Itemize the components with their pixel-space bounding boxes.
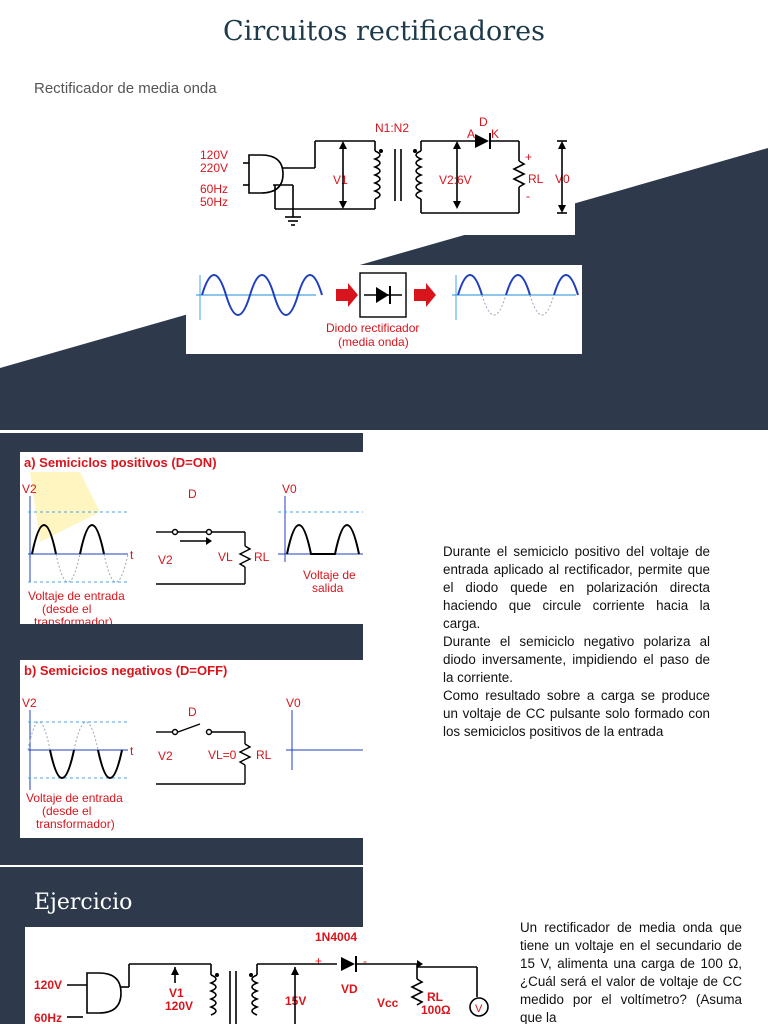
- ex-rl-label: RL: [427, 990, 443, 1004]
- half-wave-circuit-diagram: 120V 220V 60Hz 50Hz N1:N2 A D K V1 V2:6V…: [185, 113, 575, 235]
- slide-1: Circuitos rectificadores Rectificador de…: [0, 0, 768, 430]
- diode-label: D: [479, 115, 488, 129]
- explanation-paragraph-1: Durante el semiciclo positivo del voltaj…: [443, 544, 710, 631]
- exercise-text: Un rectificador de media onda que tiene …: [520, 920, 742, 1024]
- input-label-220v: 220V: [200, 161, 228, 175]
- rectifier-waveform-diagram: Diodo rectificador (media onda): [186, 265, 582, 354]
- pos-in-label-1: Voltaje de entrada: [28, 589, 125, 603]
- diode-anode-label: A: [467, 127, 475, 141]
- pos-out-label-2: salida: [312, 581, 344, 595]
- v2-label: V2:6V: [439, 173, 472, 187]
- waveform-label-line2: (media onda): [338, 335, 409, 349]
- slide-2: a) Semiciclos positivos (D=ON) V2 t D VL…: [0, 433, 768, 865]
- slide-3: Ejercicio 1N4004 120V 60Hz V1 120V 15V V…: [0, 867, 768, 1024]
- explanation-paragraph-3: Como resultado sobre a carga se produce …: [443, 688, 710, 739]
- neg-in-label-2: (desde el: [42, 804, 91, 818]
- pos-d-label: D: [188, 487, 197, 501]
- neg-rl-label: RL: [256, 748, 272, 762]
- diode-model-label: 1N4004: [315, 930, 357, 944]
- ex-v1-label: V1: [169, 986, 184, 1000]
- pos-in-label-2: (desde el: [42, 602, 91, 616]
- neg-vl-label: VL=0: [208, 748, 237, 762]
- exercise-title: Ejercicio: [34, 890, 133, 915]
- turns-ratio-label: N1:N2: [375, 121, 409, 135]
- waveform-label-line1: Diodo rectificador: [326, 321, 419, 335]
- explanation-text: Durante el semiciclo positivo del voltaj…: [443, 543, 710, 741]
- ex-vcc-label: Vcc: [377, 996, 399, 1010]
- exercise-circuit-diagram: 1N4004 120V 60Hz V1 120V 15V VD Vcc RL 1…: [25, 927, 503, 1024]
- section-subtitle: Rectificador de media onda: [34, 80, 217, 97]
- ex-vd-label: VD: [341, 982, 358, 996]
- ex-input-60hz: 60Hz: [34, 1011, 62, 1024]
- neg-vo-label: V0: [286, 696, 301, 710]
- ex-v1-value: 120V: [165, 999, 193, 1013]
- neg-d-label: D: [188, 705, 197, 719]
- minus-sign: -: [526, 189, 530, 203]
- neg-in-label-3: transformador): [36, 817, 115, 831]
- negative-half-cycle-diagram: b) Semicicios negativos (D=OFF) V2 t D V…: [20, 660, 376, 838]
- neg-in-label-1: Voltaje de entrada: [26, 791, 123, 805]
- plus-sign: +: [525, 150, 532, 164]
- explanation-paragraph-2: Durante el semiciclo negativo polariza a…: [443, 634, 710, 685]
- svg-text:+: +: [315, 954, 322, 968]
- negative-heading: b) Semicicios negativos (D=OFF): [24, 663, 227, 678]
- v1-label: V1: [333, 173, 348, 187]
- page-title: Circuitos rectificadores: [223, 16, 545, 47]
- pos-vl-label: VL: [218, 550, 233, 564]
- pos-out-label-1: Voltaje de: [303, 568, 356, 582]
- pos-v2-label: V2: [22, 482, 37, 496]
- neg-t-label: t: [130, 744, 134, 758]
- pos-vo-label: V0: [282, 482, 297, 496]
- pos-in-label-3: transformador): [34, 615, 113, 624]
- ex-input-120v: 120V: [34, 978, 62, 992]
- neg-v2-circuit-label: V2: [158, 749, 173, 763]
- ex-rl-value: 100Ω: [421, 1003, 451, 1017]
- pos-v2-circuit-label: V2: [158, 553, 173, 567]
- positive-half-cycle-diagram: a) Semiciclos positivos (D=ON) V2 t D VL…: [20, 452, 370, 629]
- svg-text:-: -: [363, 954, 367, 968]
- diode-cathode-label: K: [491, 127, 499, 141]
- pos-t-label: t: [130, 548, 134, 562]
- neg-v2-label: V2: [22, 696, 37, 710]
- input-label-50hz: 50Hz: [200, 195, 228, 209]
- input-label-60hz: 60Hz: [200, 182, 228, 196]
- pos-rl-label: RL: [254, 550, 270, 564]
- voltmeter-icon: V: [475, 1003, 483, 1015]
- input-label-120v: 120V: [200, 148, 228, 162]
- positive-heading: a) Semiciclos positivos (D=ON): [24, 455, 217, 470]
- rl-label: RL: [528, 172, 544, 186]
